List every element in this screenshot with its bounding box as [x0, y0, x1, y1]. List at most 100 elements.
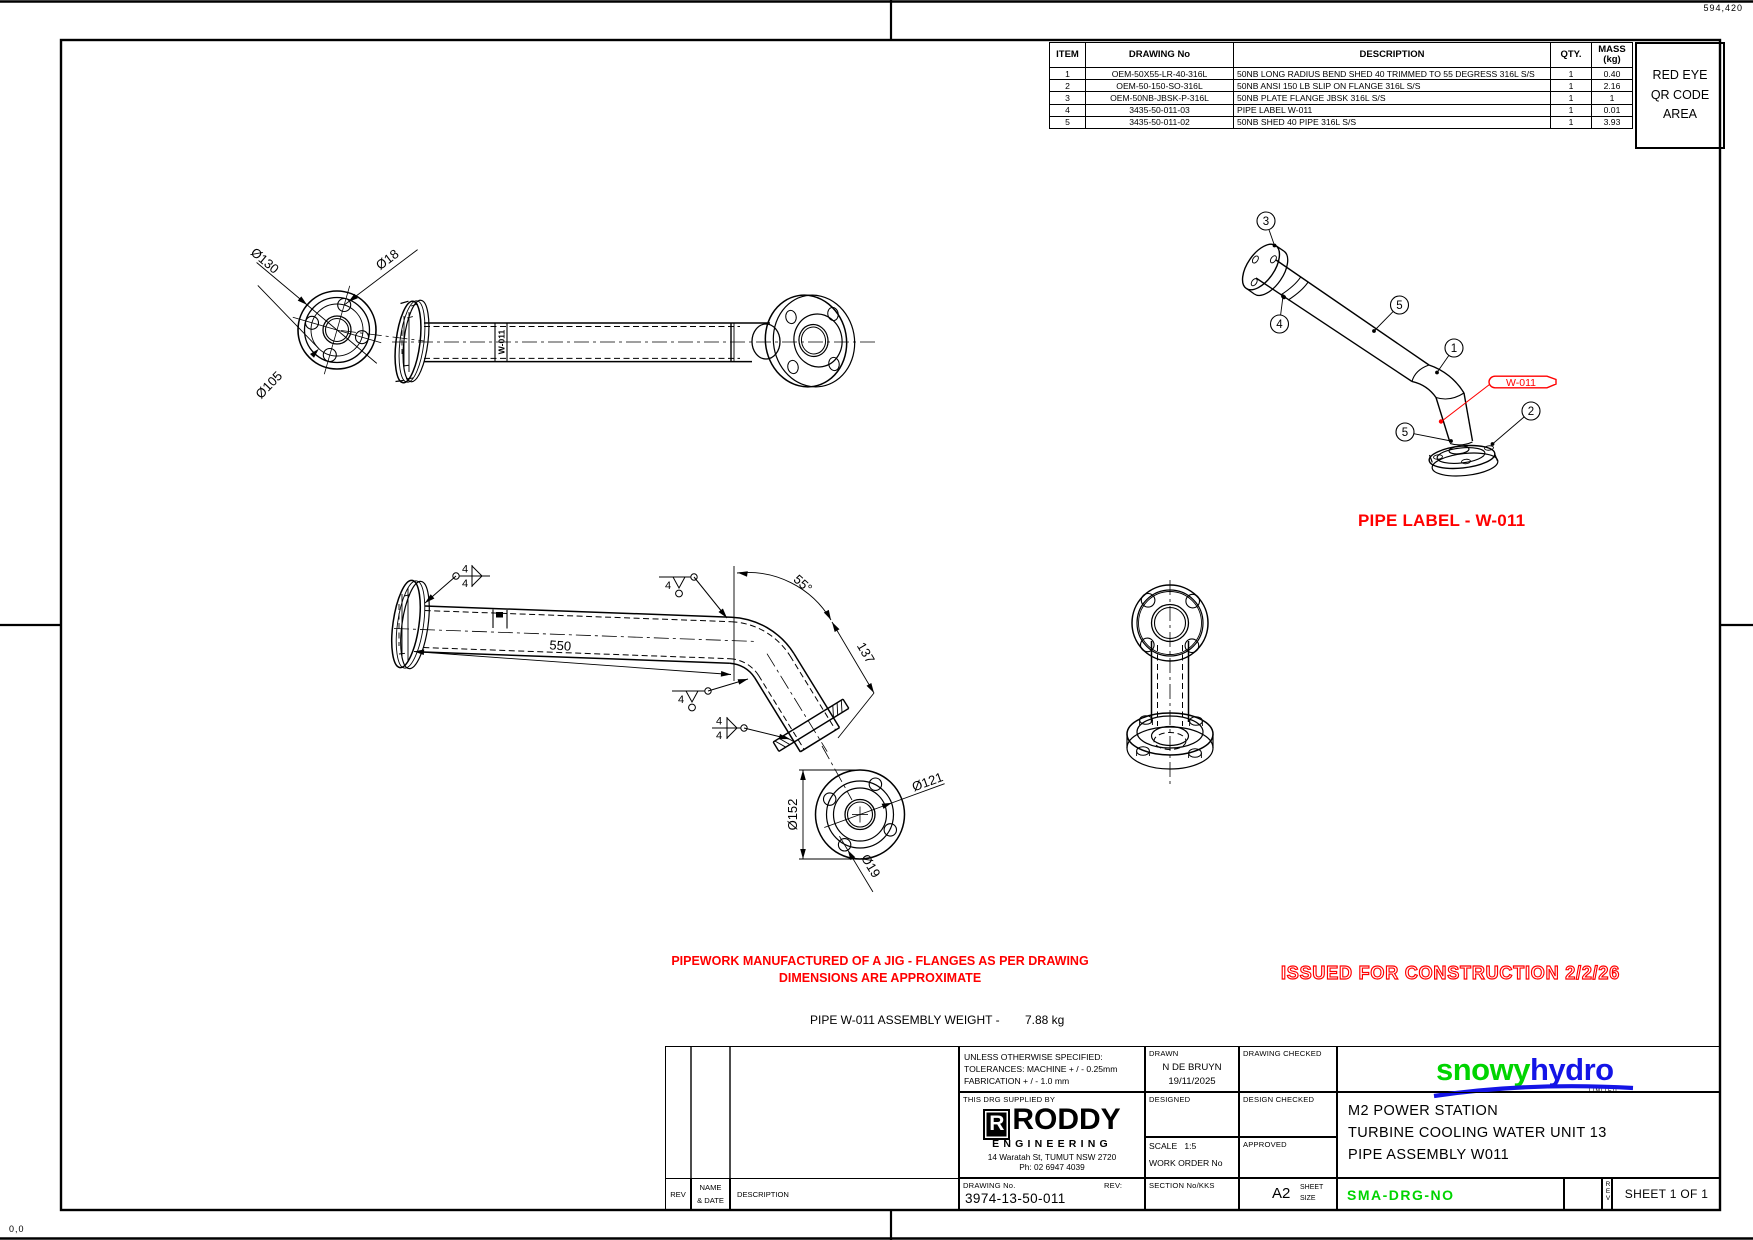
- tb-drawn-label: DRAWN: [1149, 1049, 1179, 1058]
- qr-code-area: RED EYE QR CODE AREA: [1635, 42, 1725, 149]
- assembly-weight-label: PIPE W-011 ASSEMBLY WEIGHT -: [810, 1013, 1000, 1027]
- tb-name-date-col: NAME& DATE: [691, 1178, 730, 1210]
- tb-designed: DESIGNED: [1145, 1092, 1239, 1137]
- dim-text: Ø105: [252, 368, 285, 401]
- view-isometric: 3 4 5 1 5 2 W-011: [1241, 211, 1557, 477]
- bom-item: 1: [1049, 66, 1086, 81]
- flag-label: W-011: [1506, 377, 1536, 389]
- bom-drawing-no: OEM-50-150-SO-316L: [1085, 79, 1234, 93]
- tb-tolerance-line2: TOLERANCES: MACHINE + / - 0.25mm: [964, 1064, 1118, 1075]
- bom-qty: 1: [1550, 103, 1592, 117]
- tb-scale-label: SCALE: [1149, 1141, 1178, 1151]
- bom-header-description: DESCRIPTION: [1233, 42, 1551, 68]
- bom-row: 1 OEM-50X55-LR-40-316L 50NB LONG RADIUS …: [1049, 66, 1633, 81]
- snowyhydro-logo-hydro: hydro: [1529, 1052, 1614, 1087]
- tb-tolerance-line1: UNLESS OTHERWISE SPECIFIED:: [964, 1052, 1103, 1062]
- roddy-logo-name: RODDY: [1012, 1103, 1121, 1136]
- bom-header-mass-line1: MASS: [1598, 44, 1626, 56]
- balloon-number: 5: [1396, 300, 1402, 312]
- bom-mass: 2.16: [1591, 79, 1633, 93]
- dim-text: Ø130: [248, 245, 282, 277]
- bom-row: 3 OEM-50NB-JBSK-P-316L 50NB PLATE FLANGE…: [1049, 91, 1633, 105]
- balloon-number: 4: [1276, 319, 1283, 331]
- tb-description-header: DESCRIPTION: [737, 1190, 789, 1199]
- tb-scale-value: 1:5: [1184, 1141, 1197, 1151]
- tb-supplied-by-label: THIS DRG SUPPLIED BY: [963, 1095, 1056, 1104]
- tb-sma-drg-no-value: SMA-DRG-NO: [1347, 1187, 1455, 1203]
- tb-section-label: SECTION No/KKS: [1149, 1181, 1215, 1190]
- tb-sheet-size-label1: SHEET: [1300, 1184, 1324, 1191]
- plot-coordinate-top-right: 594,420: [1703, 3, 1743, 13]
- tb-sma-drg-no: SMA-DRG-NO: [1337, 1178, 1564, 1210]
- bom-row: 2 OEM-50-150-SO-316L 50NB ANSI 150 LB SL…: [1049, 79, 1633, 93]
- assembly-weight-value: 7.88 kg: [1024, 1013, 1065, 1027]
- bom-drawing-no: 3435-50-011-02: [1085, 115, 1234, 129]
- tb-designed-label: DESIGNED: [1149, 1095, 1191, 1104]
- dim-text: 55°: [791, 572, 816, 596]
- tb-section: SECTION No/KKS: [1145, 1178, 1239, 1210]
- bom-header-mass: MASS(kg): [1591, 42, 1633, 68]
- bom-header-item: ITEM: [1049, 42, 1086, 68]
- balloon-number: 5: [1402, 427, 1408, 439]
- weld-size: 4: [716, 716, 722, 728]
- bom-qty: 1: [1550, 66, 1592, 81]
- balloon-number: 3: [1263, 216, 1269, 228]
- tb-tolerance-line3: FABRICATION + / - 1.0 mm: [964, 1076, 1070, 1087]
- weld-size: 4: [678, 694, 684, 706]
- roddy-logo-icon: R: [983, 1109, 1011, 1140]
- bom-table: ITEM DRAWING No DESCRIPTION QTY. MASS(kg…: [1049, 42, 1633, 129]
- tb-sheet-of-value: SHEET 1 OF 1: [1624, 1187, 1709, 1201]
- tb-approved: APPROVED: [1239, 1137, 1337, 1178]
- weld-size: 4: [716, 730, 722, 742]
- bom-header-qty: QTY.: [1550, 42, 1592, 68]
- pipe-label-band-text: W-011: [497, 330, 507, 355]
- qr-area-line2: QR CODE: [1650, 87, 1710, 102]
- bom-row: 5 3435-50-011-02 50NB SHED 40 PIPE 316L …: [1049, 115, 1633, 129]
- tb-sheet-size-label2: SIZE: [1300, 1195, 1316, 1202]
- tb-design-checked: DESIGN CHECKED: [1239, 1092, 1337, 1137]
- tb-tolerances: UNLESS OTHERWISE SPECIFIED: TOLERANCES: M…: [959, 1046, 1145, 1092]
- tb-drawing-no-label: DRAWING No.: [963, 1181, 1016, 1190]
- tb-drawn-date: 19/11/2025: [1168, 1076, 1216, 1087]
- tb-drawing-checked-label: DRAWING CHECKED: [1243, 1049, 1322, 1058]
- jig-note-line1: PIPEWORK MANUFACTURED OF A JIG - FLANGES…: [671, 954, 1089, 968]
- tb-drawing-no: DRAWING No.REV:3974-13-50-011: [959, 1178, 1145, 1210]
- tb-approved-label: APPROVED: [1243, 1140, 1287, 1149]
- qr-area-line3: AREA: [1662, 107, 1698, 122]
- bom-item: 4: [1049, 103, 1086, 117]
- dim-text: Ø18: [373, 246, 402, 273]
- bom-item: 3: [1049, 91, 1086, 105]
- bom-description: 50NB PLATE FLANGE JBSK 316L S/S: [1233, 91, 1551, 105]
- bom-qty: 1: [1550, 91, 1592, 105]
- bom-header-drawing-no: DRAWING No: [1085, 42, 1234, 68]
- qr-area-line1: RED EYE: [1652, 68, 1708, 83]
- dim-text: Ø19: [858, 851, 884, 880]
- tb-sheet-size: A2 SHEET SIZE: [1239, 1178, 1337, 1210]
- dim-text: Ø121: [910, 769, 945, 794]
- plot-coordinate-bottom-left: 0,0: [9, 1224, 25, 1234]
- bom-qty: 1: [1550, 79, 1592, 93]
- balloon-number: 1: [1451, 343, 1457, 355]
- bom-mass: 1: [1591, 91, 1633, 105]
- view-flange-face: Ø152 Ø121 Ø19: [785, 745, 945, 893]
- tb-drawing-no-value: 3974-13-50-011: [965, 1191, 1066, 1206]
- tb-sheet-size-value: A2: [1272, 1185, 1291, 1202]
- bom-description: 50NB ANSI 150 LB SLIP ON FLANGE 316L S/S: [1233, 79, 1551, 93]
- tb-date-label: & DATE: [697, 1196, 724, 1205]
- bom-item: 2: [1049, 79, 1086, 93]
- bom-drawing-no: OEM-50NB-JBSK-P-316L: [1085, 91, 1234, 105]
- roddy-logo-sub: ENGINEERING: [992, 1138, 1112, 1150]
- bom-header-row: ITEM DRAWING No DESCRIPTION QTY. MASS(kg…: [1049, 42, 1633, 68]
- snowyhydro-logo-limited: LIMITED: [1588, 1087, 1618, 1094]
- tb-rev-vertical-label: REV: [1604, 1181, 1612, 1202]
- issued-for-construction-stamp: ISSUED FOR CONSTRUCTION 2/2/26: [1280, 962, 1621, 983]
- tb-rev-vertical: REV: [1602, 1178, 1612, 1210]
- tb-design-checked-label: DESIGN CHECKED: [1243, 1095, 1315, 1104]
